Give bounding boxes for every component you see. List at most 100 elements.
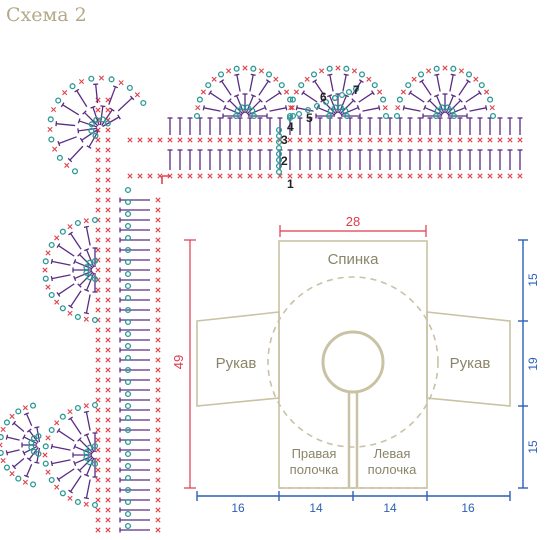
single-crochet-mark (105, 187, 111, 193)
treble-stitch (224, 106, 243, 116)
treble-stitch (342, 74, 347, 92)
single-crochet-mark (289, 105, 295, 111)
chain-stitch (434, 107, 441, 114)
treble-stitch (62, 104, 80, 116)
single-crochet-mark (411, 76, 417, 82)
chain-stitch (86, 259, 93, 266)
chain-stitch (327, 107, 334, 114)
single-crochet-mark (45, 250, 51, 256)
treble-stitch (70, 418, 82, 435)
chain-stitch (124, 510, 132, 518)
single-crochet-mark (95, 227, 101, 233)
chain-stitch (352, 85, 360, 93)
treble-stitch (446, 99, 462, 115)
single-crochet-mark (458, 68, 465, 74)
single-crochet-mark (517, 137, 523, 143)
chain-stitch (48, 291, 55, 299)
right-sleeve-label: Рукав (450, 355, 491, 372)
treble-stitch (321, 99, 337, 115)
single-crochet-mark (95, 507, 101, 513)
single-crochet-mark (83, 218, 89, 224)
single-crochet-mark (105, 407, 111, 413)
treble-stitch (101, 109, 113, 126)
chain-stitch (48, 476, 55, 484)
single-crochet-mark (137, 173, 143, 179)
treble-stitch (228, 99, 244, 115)
chain-stitch (124, 270, 132, 278)
chain-stitch (91, 216, 99, 224)
single-crochet-mark (155, 307, 161, 313)
chain-stitch (124, 294, 132, 302)
chain-stitch (42, 275, 49, 282)
single-crochet-mark (105, 477, 111, 483)
single-crochet-mark (483, 89, 490, 95)
single-crochet-mark (207, 137, 213, 143)
treble-stitch (424, 106, 443, 116)
chain-stitch (405, 82, 412, 89)
single-crochet-mark (304, 76, 310, 82)
chain-stitch (47, 116, 54, 123)
single-crochet-mark (155, 277, 161, 283)
single-crochet-mark (197, 137, 203, 143)
single-crochet-mark (217, 173, 223, 179)
single-crochet-mark (497, 173, 503, 179)
dim-top-value: 28 (346, 214, 360, 229)
single-crochet-mark (297, 137, 303, 143)
chain-stitch (286, 112, 294, 120)
chain-stitch (74, 404, 81, 412)
single-crochet-mark (155, 407, 161, 413)
single-crochet-mark (105, 357, 111, 363)
dim-right-value: 19 (526, 357, 540, 371)
single-crochet-mark (105, 387, 111, 393)
single-crochet-mark (177, 173, 183, 179)
blue-dimensions (196, 239, 528, 501)
chain-stitch (278, 82, 285, 89)
single-crochet-mark (0, 426, 6, 433)
single-crochet-mark (287, 173, 293, 179)
single-crochet-mark (267, 137, 273, 143)
single-crochet-mark (42, 267, 48, 273)
chain-stitch (337, 104, 344, 111)
single-crochet-mark (367, 173, 373, 179)
single-crochet-mark (95, 307, 101, 313)
treble-stitch (458, 80, 469, 96)
single-crochet-mark (155, 457, 161, 463)
single-crochet-mark (105, 497, 111, 503)
single-crochet-mark (54, 484, 60, 490)
single-crochet-mark (377, 137, 383, 143)
single-crochet-mark (267, 173, 273, 179)
chain-stitch (382, 112, 390, 120)
back-label: Спинка (328, 251, 380, 268)
single-crochet-mark (22, 479, 28, 485)
single-crochet-mark (155, 317, 161, 323)
yoke-circle (267, 276, 439, 448)
step-number: 4 (287, 120, 294, 134)
single-crochet-mark (489, 105, 495, 111)
single-crochet-mark (357, 173, 363, 179)
single-crochet-mark (105, 167, 111, 173)
chain-stitch (275, 132, 283, 140)
single-crochet-mark (105, 157, 111, 163)
single-crochet-mark (105, 327, 111, 333)
single-crochet-mark (177, 137, 183, 143)
single-crochet-mark (207, 173, 213, 179)
single-crochet-mark (95, 397, 101, 403)
chain-stitch (298, 82, 305, 89)
single-crochet-mark (477, 173, 483, 179)
chain-stitch (275, 144, 283, 152)
single-crochet-mark (247, 173, 253, 179)
step-number: 1 (287, 177, 294, 191)
single-crochet-mark (157, 137, 163, 143)
single-crochet-mark (105, 257, 111, 263)
single-crochet-mark (257, 173, 263, 179)
treble-stitch (317, 106, 336, 116)
chain-stitch (239, 104, 246, 111)
single-crochet-mark (95, 357, 101, 363)
chain-stitch (433, 65, 440, 72)
single-crochet-mark (155, 227, 161, 233)
treble-stitch (6, 436, 20, 441)
treble-stitch (13, 422, 25, 432)
single-crochet-mark (105, 207, 111, 213)
treble-stitch (339, 99, 355, 115)
